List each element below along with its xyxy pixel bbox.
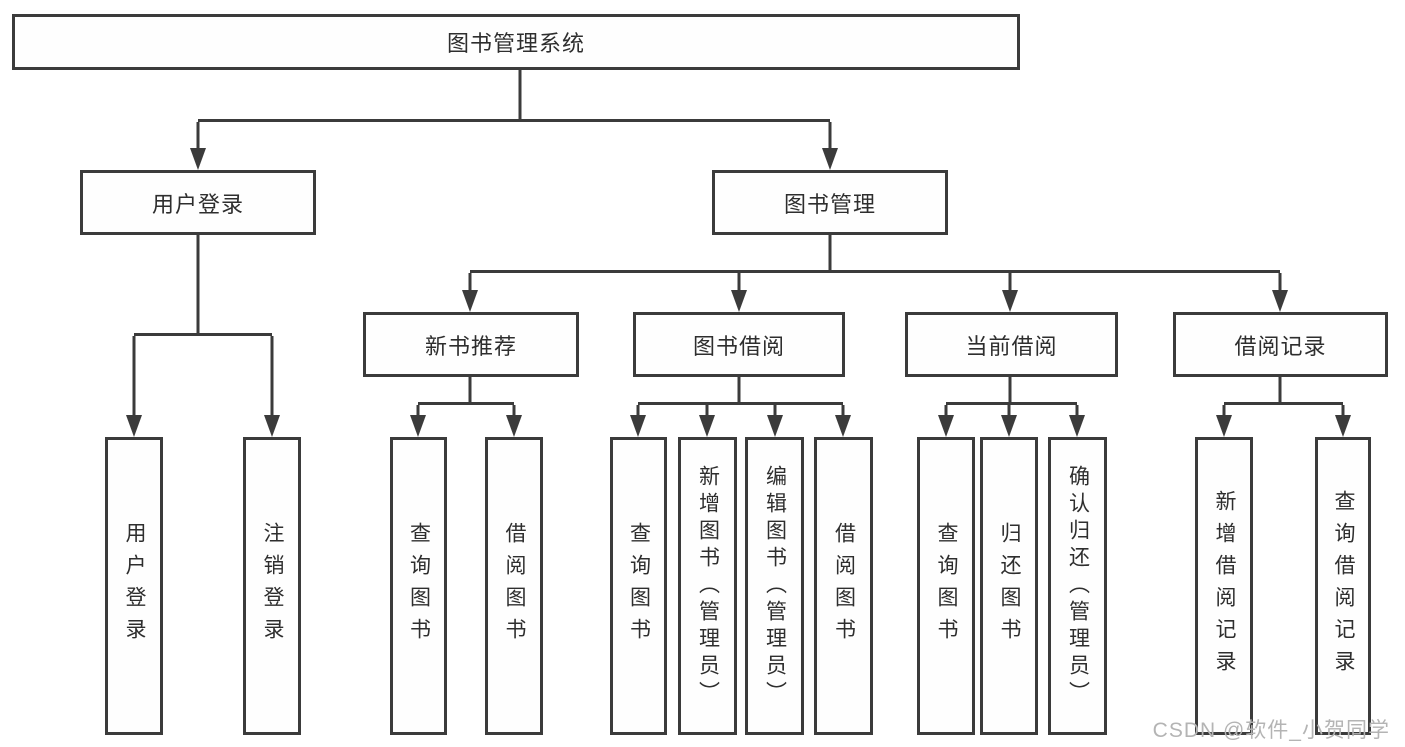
node-leaf-user-login: 用户登录 [105,437,163,735]
node-label: 用户登录 [151,191,244,217]
node-label: 借阅图书 [832,522,856,650]
node-label: 查询借阅记录 [1332,490,1355,682]
node-label: 查询图书 [935,522,958,650]
node-label: 新增借阅记录 [1213,490,1236,682]
node-leaf-logout: 注销登录 [243,437,301,735]
node-borrow-records: 借阅记录 [1173,312,1388,377]
node-label: 确认归还（管理员） [1066,464,1090,708]
node-leaf-add-record: 新增借阅记录 [1195,437,1253,735]
node-label: 借阅记录 [1234,333,1327,359]
node-label: 注销登录 [261,522,284,650]
node-leaf-query-book-1: 查询图书 [390,437,447,735]
node-label: 编辑图书（管理员） [763,464,787,708]
csdn-watermark: CSDN @软件_小贺同学 [1152,719,1390,742]
node-current-borrow: 当前借阅 [905,312,1118,377]
node-label: 查询图书 [627,522,651,650]
node-label: 归还图书 [998,522,1021,650]
node-label: 图书管理系统 [446,31,585,56]
node-label: 用户登录 [123,522,146,650]
node-user-login: 用户登录 [80,170,316,235]
node-new-book-recommend: 新书推荐 [363,312,579,377]
node-book-borrow: 图书借阅 [633,312,845,377]
node-label: 当前借阅 [965,333,1058,359]
node-root: 图书管理系统 [12,14,1020,70]
node-label: 图书管理 [783,191,876,217]
node-label: 新增图书（管理员） [696,464,720,708]
node-leaf-confirm-return: 确认归还（管理员） [1048,437,1107,735]
node-leaf-edit-book: 编辑图书（管理员） [745,437,804,735]
node-leaf-borrow-book-2: 借阅图书 [814,437,873,735]
node-book-management: 图书管理 [712,170,948,235]
node-leaf-query-book-3: 查询图书 [917,437,975,735]
node-label: 查询图书 [407,522,431,650]
node-leaf-return-book: 归还图书 [980,437,1038,735]
node-leaf-add-book: 新增图书（管理员） [678,437,737,735]
node-label: 图书借阅 [692,333,785,359]
node-leaf-query-record: 查询借阅记录 [1315,437,1371,735]
node-leaf-query-book-2: 查询图书 [610,437,667,735]
node-label: 新书推荐 [424,333,517,359]
node-leaf-borrow-book-1: 借阅图书 [485,437,543,735]
node-label: 借阅图书 [503,522,526,650]
